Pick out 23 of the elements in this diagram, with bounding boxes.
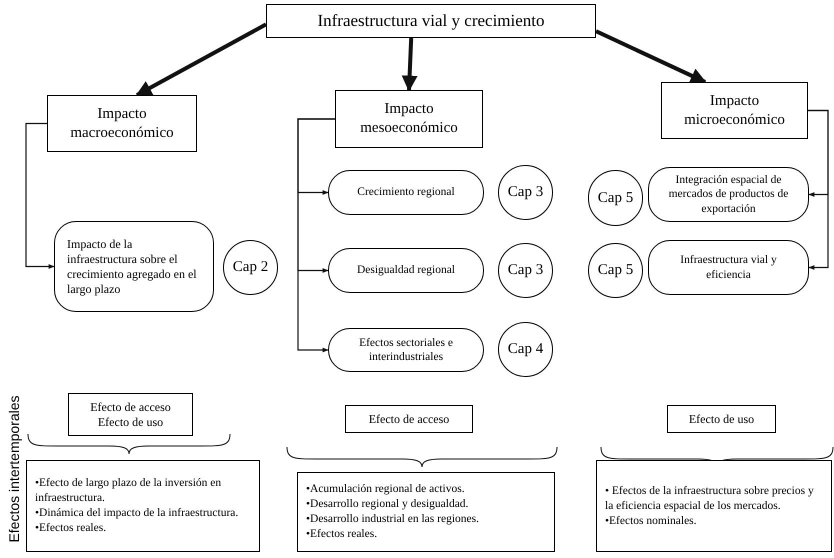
connector-arrow xyxy=(808,110,829,270)
effect-box: Efecto de acceso xyxy=(345,405,473,433)
effect-box: Efecto de acceso Efecto de uso xyxy=(68,393,193,436)
effect-box: Efecto de uso xyxy=(667,405,776,433)
rounded-box: Desigualdad regional xyxy=(328,248,484,293)
rounded-box: Impacto de la infraestructura sobre el crecimiento agregado en el largo plazo xyxy=(54,221,214,312)
bullet-list-box: •Efecto de largo plazo de la inversión en infraestructura. •Dinámica del impacto de la infraestructura. •Efectos reales. xyxy=(26,460,260,552)
rounded-box: Infraestructura vial y eficiencia xyxy=(648,240,809,295)
thick-arrow xyxy=(402,38,418,92)
rounded-box: Crecimiento regional xyxy=(328,170,484,215)
process-box: Impacto microeconómico xyxy=(661,82,808,139)
connector-arrow xyxy=(297,118,335,352)
bullet-list-box: •Acumulación regional de activos. •Desarrollo regional y desigualdad. •Desarrollo industrial en las regiones. •Efectos reales. xyxy=(297,472,555,552)
connector-arrow xyxy=(25,122,55,269)
rounded-box: Efectos sectoriales e interindustriales xyxy=(328,328,484,372)
title-box: Infraestructura vial y crecimiento xyxy=(266,4,596,38)
thick-arrow xyxy=(136,22,267,97)
process-box: Impacto macroeconómico xyxy=(47,95,197,152)
thick-arrow xyxy=(595,29,707,84)
process-box: Impacto mesoeconómico xyxy=(335,90,483,148)
bullet-list-box: • Efectos de la infraestructura sobre precios y la eficiencia espacial de los mercados. •Efectos nominales. xyxy=(596,460,832,552)
side-label: Efectos intertemporales xyxy=(4,395,23,543)
rounded-box: Integración espacial de mercados de productos de exportación xyxy=(648,167,809,222)
